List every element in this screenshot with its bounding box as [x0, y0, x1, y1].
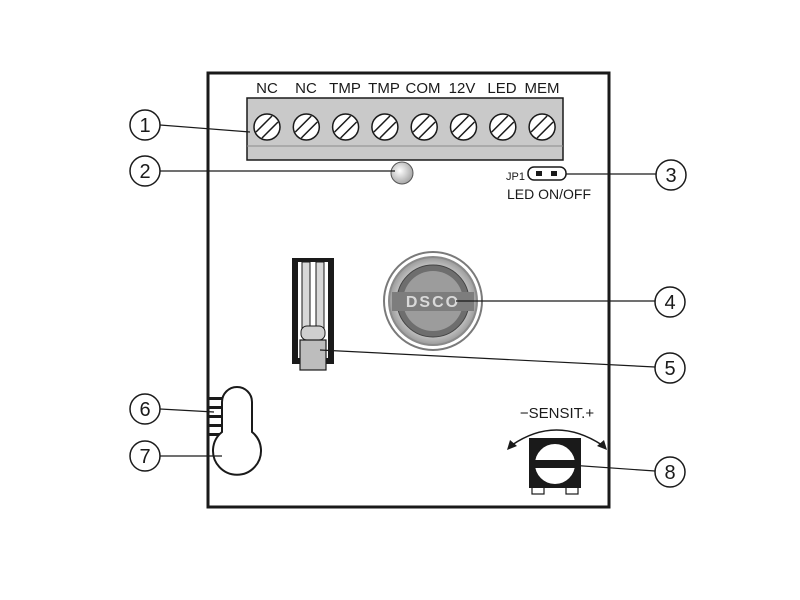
terminal-label-3: TMP — [329, 80, 361, 97]
callouts: 1 2 3 4 5 6 7 8 — [129, 109, 687, 488]
sensor-logo: DSCO — [406, 294, 460, 311]
callout-5: 5 — [654, 352, 686, 384]
temperature-sensor — [209, 386, 262, 476]
terminal-label-2: NC — [295, 80, 317, 97]
tamper-switch — [292, 258, 334, 371]
terminal-label-7: LED — [487, 80, 516, 97]
terminal-label-5: COM — [406, 80, 441, 97]
callout-3: 3 — [655, 159, 687, 191]
jumper-jp1: JP1 LED ON/OFF — [506, 166, 591, 202]
callout-8: 8 — [654, 456, 686, 488]
terminal-label-4: TMP — [368, 80, 400, 97]
callout-number: 1 — [139, 115, 150, 137]
sensitivity-arrow-icon — [511, 429, 603, 446]
leader-lines — [159, 124, 656, 472]
jumper-label: LED ON/OFF — [507, 186, 591, 202]
terminal-screw-icon — [331, 113, 360, 141]
callout-7: 7 — [129, 440, 161, 472]
callout-2: 2 — [129, 155, 161, 187]
terminal-labels: NC NC TMP TMP COM 12V LED MEM — [256, 80, 559, 97]
callout-number: 7 — [139, 446, 150, 468]
terminal-screw-icon — [253, 113, 281, 141]
led-indicator — [390, 161, 414, 185]
terminal-screw-icon — [449, 113, 478, 141]
sensitivity-minus: − — [520, 405, 529, 422]
callout-1: 1 — [129, 109, 161, 141]
callout-4: 4 — [654, 286, 686, 318]
callout-number: 4 — [664, 292, 675, 314]
terminal-screw-icon — [371, 113, 399, 141]
sensitivity-plus: + — [585, 405, 594, 422]
sensitivity-label: −SENSIT.+ — [520, 405, 594, 422]
terminal-screw-icon — [528, 113, 556, 141]
terminal-screw-icon — [292, 113, 321, 141]
callout-number: 3 — [665, 165, 676, 187]
callout-number: 6 — [139, 399, 150, 421]
terminal-screw-icon — [410, 113, 438, 141]
callout-number: 2 — [139, 161, 150, 183]
terminal-screw-icon — [489, 113, 517, 141]
callout-6: 6 — [129, 393, 161, 425]
sensitivity-text: SENSIT. — [529, 405, 586, 422]
callout-number: 8 — [664, 462, 675, 484]
terminal-label-8: MEM — [525, 80, 560, 97]
terminal-block — [246, 97, 564, 161]
jumper-id: JP1 — [506, 171, 525, 183]
terminal-label-6: 12V — [449, 80, 476, 97]
terminal-label-1: NC — [256, 80, 278, 97]
callout-number: 5 — [664, 358, 675, 380]
